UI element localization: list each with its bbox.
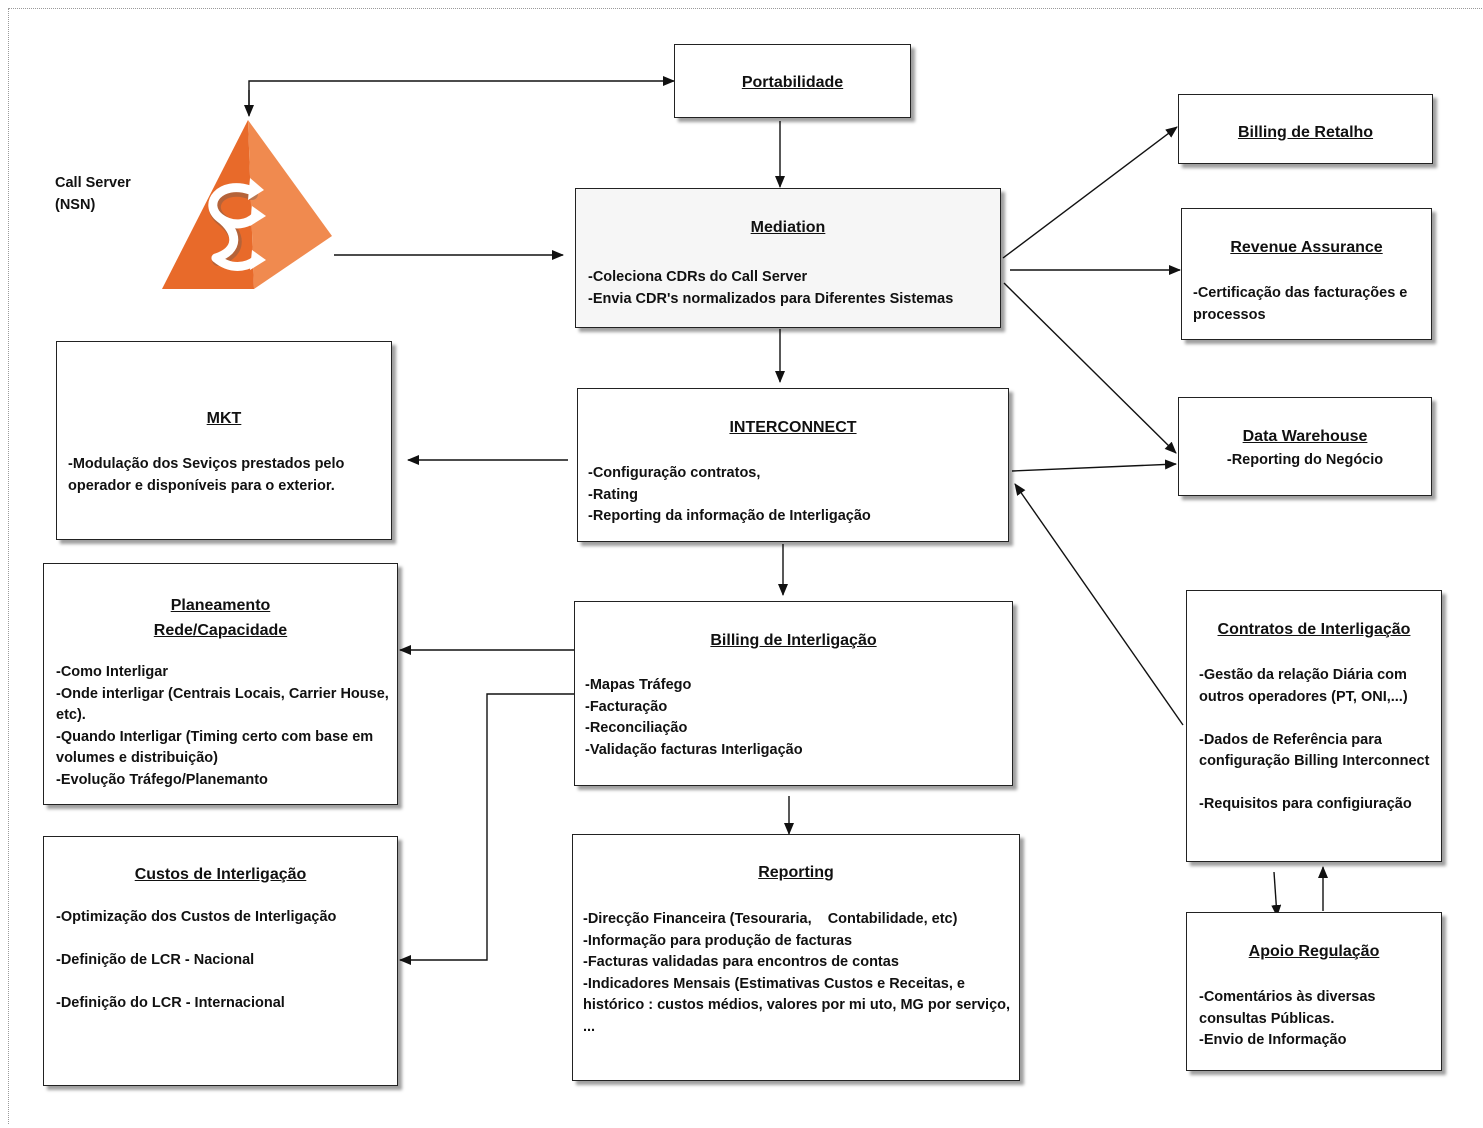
mkt-line: -Modulação dos Seviços prestados pelo op…	[68, 456, 345, 494]
apoio-regulacao-line: -Envio de Informação	[1199, 1032, 1347, 1048]
custos-line: -Definição do LCR - Internacional	[56, 995, 285, 1011]
billing-interligacao-line: -Facturação	[585, 698, 668, 715]
planeamento-line: -Evolução Tráfego/Planemanto	[56, 771, 268, 788]
reporting-line: -Indicadores Mensais (Estimativas Custos…	[583, 975, 1011, 1035]
custos-line	[56, 929, 394, 951]
revenue-assurance-title: Revenue Assurance	[1230, 239, 1383, 256]
contratos-line	[1199, 773, 1439, 795]
planeamento-box: Planeamento Rede/Capacidade -Como Interl…	[43, 563, 398, 805]
reporting-lines: -Direcção Financeira (Tesouraria, Contab…	[583, 909, 1013, 1038]
orange-pyramid-icon	[162, 120, 332, 289]
mkt-box: MKT -Modulação dos Seviços prestados pel…	[56, 341, 392, 540]
page-border	[8, 8, 1483, 1124]
reporting-line: -Direcção Financeira (Tesouraria, Contab…	[583, 911, 958, 927]
custos-line	[56, 972, 394, 994]
reporting-box: Reporting -Direcção Financeira (Tesourar…	[572, 834, 1020, 1081]
custos-title: Custos de Interligação	[134, 866, 307, 883]
reporting-title: Reporting	[758, 864, 834, 881]
billing-interligacao-title: Billing de Interligação	[710, 632, 877, 649]
billing-interligacao-box: Billing de Interligação -Mapas Tráfego -…	[574, 601, 1013, 786]
contratos-line: -Requisitos para configiuração	[1199, 796, 1412, 812]
custos-line: -Optimização dos Custos de Interligação	[56, 909, 337, 925]
revenue-assurance-box: Revenue Assurance -Certificação das fact…	[1181, 208, 1432, 340]
planeamento-lines: -Como Interligar -Onde interligar (Centr…	[56, 662, 392, 791]
contratos-line	[1199, 708, 1439, 730]
arrow-contratos-apoio	[1271, 871, 1282, 917]
interconnect-lines: -Configuração contratos, -Rating -Report…	[588, 463, 1006, 528]
apoio-regulacao-lines: -Comentários às diversas consultas Públi…	[1199, 987, 1439, 1052]
interconnect-box: INTERCONNECT -Configuração contratos, -R…	[577, 388, 1009, 542]
mediation-line: -Envia CDR's normalizados para Diferente…	[588, 290, 954, 307]
planeamento-line: -Onde interligar (Centrais Locais, Carri…	[56, 685, 389, 724]
planeamento-title-line: Planeamento	[170, 597, 271, 614]
mkt-lines: -Modulação dos Seviços prestados pelo op…	[68, 454, 386, 497]
mediation-lines: -Coleciona CDRs do Call Server -Envia CD…	[588, 267, 998, 310]
billing-interligacao-line: -Validação facturas Interligação	[585, 741, 803, 758]
contratos-lines: -Gestão da relação Diária com outros ope…	[1199, 665, 1439, 816]
data-warehouse-title: Data Warehouse	[1242, 428, 1368, 445]
contratos-box: Contratos de Interligação -Gestão da rel…	[1186, 590, 1442, 862]
arrow-billing-custos	[399, 693, 579, 965]
interconnect-line: -Configuração contratos,	[588, 465, 761, 481]
custos-lines: -Optimização dos Custos de Interligação …	[56, 907, 394, 1015]
custos-line: -Definição de LCR - Nacional	[56, 952, 255, 968]
planeamento-title-line: Rede/Capacidade	[153, 622, 288, 639]
call-server-label: Call Server (NSN)	[55, 175, 131, 213]
arrow-mediation-billing-retalho	[1002, 126, 1178, 259]
planeamento-line: -Quando Interligar (Timing certo com bas…	[56, 728, 374, 767]
revenue-assurance-line: -Certificação das facturações e processo…	[1193, 285, 1408, 323]
data-warehouse-lines: -Reporting do Negócio	[1179, 450, 1431, 472]
interconnect-title: INTERCONNECT	[729, 419, 857, 436]
contratos-line: -Gestão da relação Diária com outros ope…	[1199, 667, 1408, 705]
data-warehouse-box: Data Warehouse -Reporting do Negócio	[1178, 397, 1432, 496]
arrow-contratos-interconnect	[1014, 483, 1184, 726]
planeamento-title: Planeamento Rede/Capacidade	[44, 593, 397, 643]
mkt-title: MKT	[206, 410, 242, 427]
custos-box: Custos de Interligação -Optimização dos …	[43, 836, 398, 1086]
arrow-interconnect-data-warehouse	[1011, 459, 1177, 472]
mediation-line: -Coleciona CDRs do Call Server	[588, 269, 808, 285]
interconnect-line: -Reporting da informação de Interligação	[588, 508, 871, 524]
mediation-box: Mediation -Coleciona CDRs do Call Server…	[575, 188, 1001, 328]
billing-interligacao-line: -Reconciliação	[585, 720, 688, 736]
interconnect-line: -Rating	[588, 486, 638, 503]
apoio-regulacao-box: Apoio Regulação -Comentários às diversas…	[1186, 912, 1442, 1071]
portabilidade-title: Portabilidade	[741, 74, 844, 91]
mediation-title: Mediation	[750, 219, 826, 236]
billing-interligacao-lines: -Mapas Tráfego -Facturação -Reconciliaçã…	[585, 675, 1009, 761]
revenue-assurance-lines: -Certificação das facturações e processo…	[1193, 283, 1429, 326]
reporting-line: -Facturas validadas para encontros de co…	[583, 954, 899, 970]
portabilidade-box: Portabilidade	[674, 44, 911, 118]
billing-interligacao-line: -Mapas Tráfego	[585, 677, 692, 693]
billing-retalho-title: Billing de Retalho	[1237, 124, 1374, 141]
apoio-regulacao-title: Apoio Regulação	[1248, 943, 1380, 960]
arrow-mediation-data-warehouse	[1003, 282, 1177, 454]
reporting-line: -Informação para produção de facturas	[583, 932, 853, 949]
data-warehouse-line: -Reporting do Negócio	[1226, 452, 1384, 468]
apoio-regulacao-line: -Comentários às diversas consultas Públi…	[1199, 989, 1376, 1027]
contratos-title: Contratos de Interligação	[1217, 621, 1411, 638]
billing-retalho-box: Billing de Retalho	[1178, 94, 1433, 164]
arrow-callserver-portabilidade	[248, 76, 675, 114]
contratos-line: -Dados de Referência para configuração B…	[1199, 731, 1430, 770]
planeamento-line: -Como Interligar	[56, 664, 168, 680]
